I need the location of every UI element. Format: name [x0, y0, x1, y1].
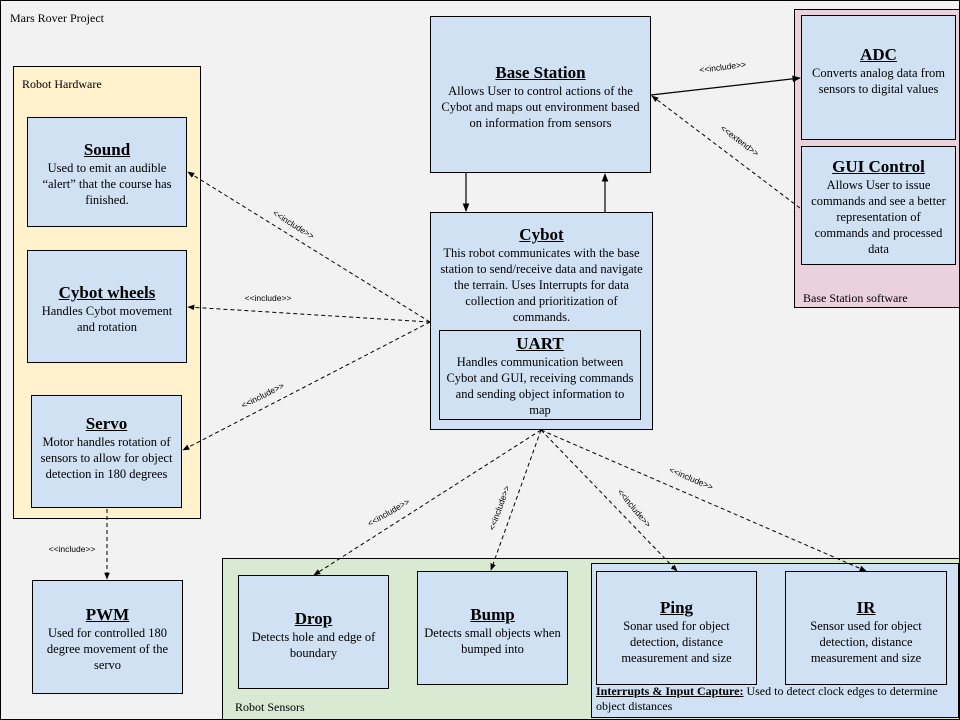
interrupts-note-text: Used to detect clock edges to determine … [596, 684, 938, 713]
base-adc-include-label: <<include>> [699, 59, 747, 75]
cybot-ping-edge [540, 429, 678, 572]
cybot-wheels-include-label: <<include>> [245, 293, 292, 303]
cybot-drop-edge [313, 429, 542, 576]
sound-node[interactable]: Sound Used to emit an audible “alert” th… [27, 117, 187, 227]
ping-node[interactable]: Ping Sonar used for object detection, di… [596, 571, 757, 685]
cybot-sound-include-label: <<include>> [271, 208, 316, 241]
adc-title: ADC [860, 45, 897, 64]
interrupts-note: Interrupts & Input Capture: Used to dete… [596, 684, 956, 714]
cybot-ir-include-label: <<include>> [668, 464, 715, 492]
base-adc-edge [650, 75, 801, 96]
pwm-title: PWM [85, 605, 130, 624]
drop-desc: Detects hole and edge of boundary [251, 630, 376, 660]
servo-node[interactable]: Servo Motor handles rotation of sensors … [31, 395, 182, 508]
cybot-ping-include-label: <<include>> [615, 487, 653, 529]
servo-title: Servo [85, 414, 128, 433]
cybot-sound-edge [187, 171, 431, 323]
cybot-desc: This robot communicates with the base st… [440, 246, 643, 324]
cybot-wheels-node[interactable]: Cybot wheels Handles Cybot movement and … [27, 250, 187, 363]
cybot-bump-include-label: <<include>> [486, 484, 511, 531]
adc-node[interactable]: ADC Converts analog data from sensors to… [801, 15, 956, 140]
cybot-wheels-desc: Handles Cybot movement and rotation [41, 304, 173, 334]
interrupts-note-title: Interrupts & Input Capture: [596, 684, 744, 698]
robot-hardware-label: Robot Hardware [22, 77, 102, 91]
cybot-servo-edge [182, 321, 431, 451]
gui-extend-edge [651, 95, 801, 209]
uart-title: UART [516, 334, 564, 353]
cybot-servo-include-label: <<include>> [240, 380, 286, 410]
base-station-title: Base Station [495, 63, 586, 82]
gui-control-node[interactable]: GUI Control Allows User to issue command… [801, 146, 956, 265]
bump-title: Bump [470, 605, 515, 624]
gui-extend-label: <<extend>> [719, 123, 761, 158]
bump-desc: Detects small objects when bumped into [424, 626, 561, 656]
cybot-bump-edge [490, 429, 542, 571]
gui-control-desc: Allows User to issue commands and see a … [811, 178, 946, 256]
servo-pwm-include-label: <<include>> [49, 544, 96, 554]
uart-desc: Handles communication between Cybot and … [446, 355, 634, 417]
bump-node[interactable]: Bump Detects small objects when bumped i… [417, 571, 568, 685]
cybot-wheels-edge [187, 304, 431, 323]
sound-title: Sound [83, 140, 131, 159]
adc-desc: Converts analog data from sensors to dig… [812, 66, 945, 96]
cybot-ir-edge [540, 429, 867, 572]
pwm-desc: Used for controlled 180 degree movement … [46, 626, 169, 672]
pwm-node[interactable]: PWM Used for controlled 180 degree movem… [32, 580, 183, 694]
drop-node[interactable]: Drop Detects hole and edge of boundary [238, 575, 389, 689]
project-title: Mars Rover Project [10, 11, 104, 25]
ir-title: IR [856, 598, 876, 617]
cybot-drop-include-label: <<include>> [366, 496, 412, 528]
ir-node[interactable]: IR Sensor used for object detection, dis… [785, 571, 947, 685]
cybot-wheels-title: Cybot wheels [58, 283, 156, 302]
sound-desc: Used to emit an audible “alert” that the… [42, 161, 172, 207]
cybot-title: Cybot [519, 225, 564, 244]
base-station-desc: Allows User to control actions of the Cy… [441, 84, 640, 130]
base-station-software-label: Base Station software [803, 291, 908, 305]
gui-control-title: GUI Control [832, 157, 925, 176]
ping-title: Ping [659, 598, 694, 617]
robot-sensors-label: Robot Sensors [235, 700, 305, 714]
uart-node[interactable]: UART Handles communication between Cybot… [439, 330, 641, 420]
ir-desc: Sensor used for object detection, distan… [810, 619, 922, 665]
servo-desc: Motor handles rotation of sensors to all… [40, 435, 173, 481]
drop-title: Drop [294, 609, 333, 628]
ping-desc: Sonar used for object detection, distanc… [621, 619, 732, 665]
base-station-node[interactable]: Base Station Allows User to control acti… [430, 16, 651, 173]
